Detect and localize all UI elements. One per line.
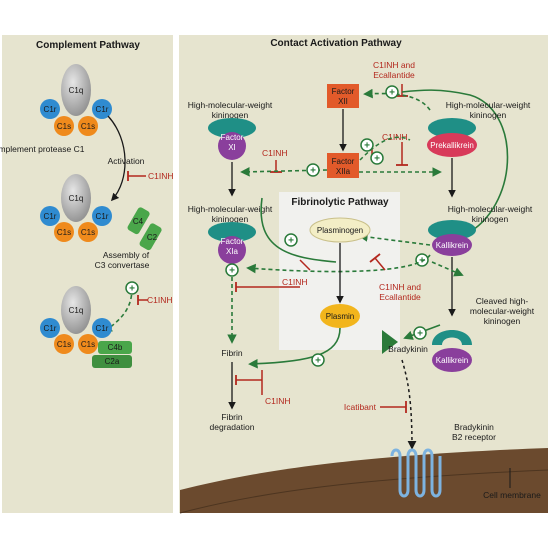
- bradykinin-label: Bradykinin: [388, 344, 428, 354]
- c1s-label: C1s: [57, 122, 71, 131]
- c2-label: C2: [147, 233, 158, 242]
- c1q-label: C1q: [69, 86, 84, 95]
- c1inh-label-fibrin: C1INH: [265, 396, 291, 406]
- plus-icon: [125, 281, 139, 295]
- plus-icon: [360, 138, 374, 152]
- c4-c2-pair: C4 C2: [127, 207, 162, 251]
- plus-icon: [413, 326, 427, 340]
- c1s-label: C1s: [57, 228, 71, 237]
- c1-complex-middle: C1q C1r C1r C1s C1s: [40, 174, 112, 242]
- c1inh-label-xi: C1INH: [262, 148, 288, 158]
- kallikrein-complex: Kallikrein: [428, 220, 476, 256]
- plus-icon: [385, 85, 399, 99]
- svg-text:+: +: [288, 236, 294, 247]
- kallikrein-to-plasminogen-arrow: [358, 232, 431, 246]
- xiia-to-plasmin-line: [260, 197, 337, 263]
- plasminogen-label: Plasminogen: [317, 226, 363, 235]
- c1q-label: C1q: [69, 194, 84, 203]
- kallikrein-label-cleaved: Kallikrein: [436, 356, 468, 365]
- plus-icon: [225, 263, 239, 277]
- bradykinin-to-receptor-arrow: [401, 359, 417, 450]
- prekallikrein-label: Prekallikrein: [430, 141, 474, 150]
- plus-icon: [284, 233, 298, 247]
- c1s-label: C1s: [81, 122, 95, 131]
- kallikrein-feedback-loop: [401, 89, 509, 233]
- c1r-label: C1r: [44, 212, 57, 221]
- complement-panel: [2, 35, 173, 513]
- c1inh-label-complement-1: C1INH: [148, 171, 174, 181]
- c1r-label: C1r: [44, 324, 57, 333]
- contact-title: Contact Activation Pathway: [270, 38, 402, 49]
- c1r-label: C1r: [96, 105, 109, 114]
- c1r-label: C1r: [44, 105, 57, 114]
- svg-text:+: +: [229, 266, 235, 277]
- c1s-label: C1s: [57, 340, 71, 349]
- svg-text:+: +: [417, 329, 423, 340]
- complement-title: Complement Pathway: [36, 40, 140, 51]
- svg-text:+: +: [315, 356, 321, 367]
- c1inh-label-xia: C1INH: [282, 277, 308, 287]
- c1s-label: C1s: [81, 228, 95, 237]
- plus-icon: [370, 151, 384, 165]
- c1-complex-bottom: C1q C1r C1r C1s C1s: [40, 286, 112, 354]
- cell-membrane-label: Cell membrane: [483, 490, 541, 500]
- svg-text:+: +: [389, 88, 395, 99]
- plasminogen: Plasminogen: [309, 217, 371, 243]
- c4-label: C4: [133, 217, 144, 226]
- kallikrein-label: Kallikrein: [436, 241, 468, 250]
- b2-receptor: [390, 448, 442, 498]
- plus-icon: [306, 163, 320, 177]
- complement-protease-label: Complement protease C1: [0, 144, 85, 154]
- c4b-label: C4b: [108, 343, 123, 352]
- c1r-label: C1r: [96, 324, 109, 333]
- c1s-label: C1s: [81, 340, 95, 349]
- activation-arrow: [107, 115, 126, 202]
- svg-text:+: +: [374, 154, 380, 165]
- svg-text:+: +: [364, 141, 370, 152]
- plus-icon: [415, 253, 429, 267]
- c2a-label: C2a: [105, 357, 120, 366]
- fibrinolytic-title: Fibrinolytic Pathway: [291, 197, 389, 208]
- svg-text:+: +: [310, 166, 316, 177]
- fibrin-label: Fibrin: [221, 348, 243, 358]
- icatibant-label: Icatibant: [344, 402, 377, 412]
- plasmin: Plasmin: [320, 304, 360, 328]
- svg-text:+: +: [129, 284, 135, 295]
- plasmin-label: Plasmin: [326, 312, 354, 321]
- kallikrein-to-xia-arrow: [246, 254, 431, 274]
- plus-icon: [311, 353, 325, 367]
- c1inh-label-complement-2: C1INH: [147, 295, 173, 305]
- activation-label: Activation: [108, 156, 145, 166]
- prekallikrein-complex: Prekallikrein: [427, 118, 477, 157]
- c1r-label: C1r: [96, 212, 109, 221]
- c1-complex-top: C1q C1r C1r C1s C1s: [40, 64, 112, 136]
- c4b-c2a-complex: C4b C2a: [92, 341, 132, 368]
- cleaved-kallikrein-complex: Kallikrein: [432, 330, 472, 372]
- c1q-label: C1q: [69, 306, 84, 315]
- cell-membrane: [180, 448, 548, 513]
- bradykinin: Bradykinin: [382, 330, 428, 354]
